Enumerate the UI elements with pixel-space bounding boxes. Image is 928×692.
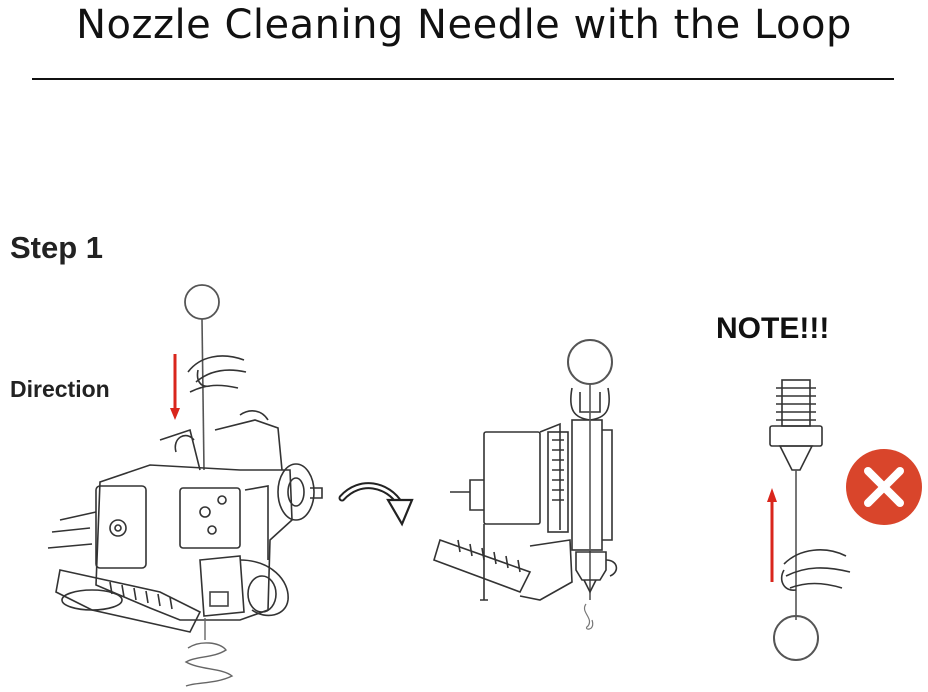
curved-arrow-icon (338, 482, 414, 527)
direction-arrow-up (767, 488, 777, 582)
title-divider (32, 78, 894, 80)
step-heading: Step 1 (10, 230, 104, 265)
nozzle-illustration-right (769, 379, 851, 661)
direction-label: Direction (10, 376, 110, 402)
needle-loop (184, 284, 220, 320)
hand-icon (187, 355, 247, 393)
close-x-icon (846, 449, 922, 525)
needle-loop-inserted (567, 339, 613, 385)
direction-arrow-down (170, 354, 180, 420)
hand-icon-right (780, 549, 851, 591)
needle-loop-bottom (773, 615, 819, 661)
extruder-illustration-middle (433, 339, 618, 630)
note-heading: NOTE!!! (716, 312, 830, 345)
extruder-illustration-left (47, 284, 323, 687)
page-title: Nozzle Cleaning Needle with the Loop (76, 2, 852, 48)
